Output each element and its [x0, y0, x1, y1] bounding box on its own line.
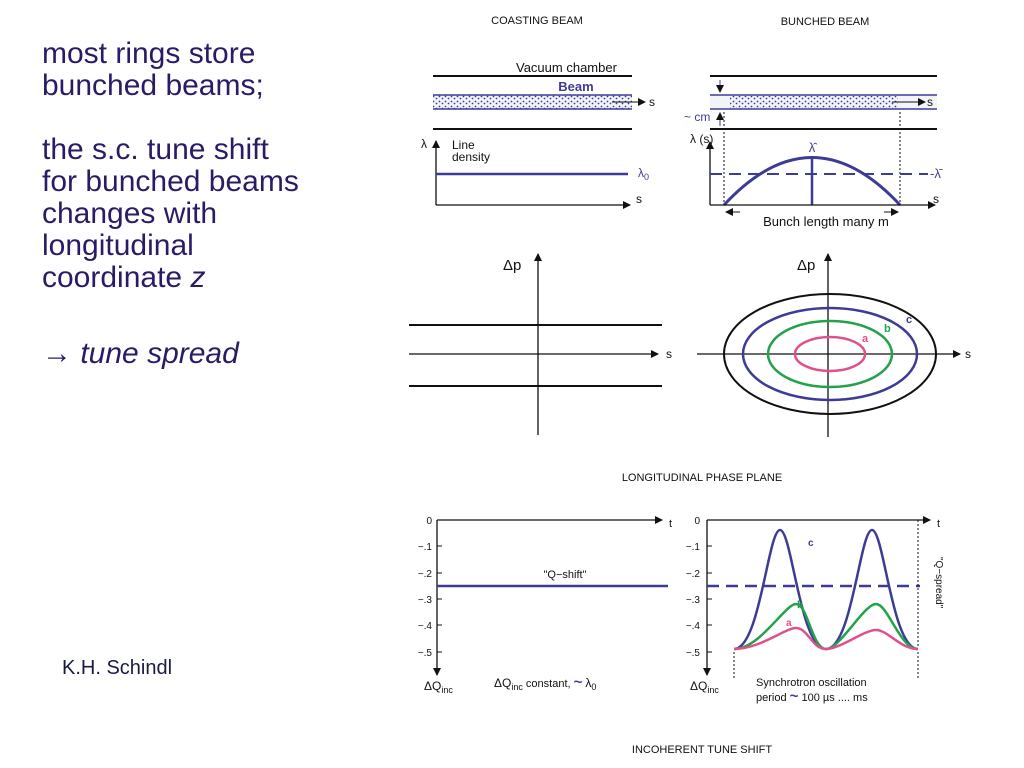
sync-period-label-1: Synchrotron oscillation	[756, 677, 867, 689]
tick-label: −.2	[686, 569, 701, 580]
label-b: b	[797, 600, 803, 611]
trajectory-c	[741, 306, 919, 402]
tune-shift-coasting: t 0 −.1 −.2 −.3 −.4 −.5 "Q−shift" ΔQinc …	[418, 516, 672, 695]
bunched-beam-title: BUNCHED BEAM	[781, 16, 870, 28]
text-line: longitudinal	[42, 229, 194, 262]
dq-inc-label: ΔQinc	[424, 679, 453, 695]
text-line: for bunched beams	[42, 165, 299, 198]
s-axis-label: s	[933, 192, 939, 206]
coordinate-z: z	[190, 261, 206, 294]
lambda-s-label: λ (s)	[690, 132, 713, 146]
label-c: c	[906, 314, 912, 326]
s-axis-label: s	[636, 192, 642, 206]
t-label: t	[937, 518, 940, 530]
dp-label: Δp	[797, 257, 815, 274]
coasting-beam-title: COASTING BEAM	[491, 15, 583, 27]
label-b: b	[884, 323, 891, 335]
trajectory-a	[793, 335, 867, 373]
tick-label: −.3	[418, 595, 433, 606]
lambda-bar-label: -λ̄	[930, 166, 943, 181]
coasting-beam-band	[433, 95, 632, 109]
author: K.H. Schindl	[62, 657, 173, 679]
tick-labels: 0 −.1 −.2 −.3 −.4 −.5	[418, 516, 433, 659]
q-spread-label: "Q−spread"	[933, 557, 944, 609]
dq-inc-label: ΔQinc	[690, 679, 719, 695]
text-line: coordinate z	[42, 262, 402, 294]
tick-label: −.4	[686, 621, 701, 632]
cm-label: ~ cm	[684, 110, 710, 124]
phase-plane-coasting: Δp s	[409, 253, 672, 435]
text-line-part: coordinate	[42, 261, 191, 294]
tune-spread-text: tune spread	[80, 337, 239, 370]
tick-label: −.5	[418, 648, 433, 659]
text-line: the s.c. tune shift	[42, 133, 269, 166]
lambda0-label: λ0	[638, 166, 649, 182]
s-axis-label: s	[965, 347, 971, 361]
tick-label: −.3	[686, 595, 701, 606]
phase-plane-title: LONGITUDINAL PHASE PLANE	[622, 472, 782, 484]
tick-label: −.1	[418, 542, 433, 553]
beam-label: Beam	[558, 79, 593, 94]
dq-constant-label: ΔQinc constant, ~λ0	[494, 674, 596, 692]
label-a: a	[862, 333, 869, 345]
t-label: t	[669, 518, 672, 530]
curve-a	[733, 626, 919, 651]
sync-period-label-2: period ~ 100 µs .... ms	[756, 688, 868, 705]
trajectory-b	[766, 319, 894, 389]
bunched-beam-panel: BUNCHED BEAM s ~ cm λ (s) λ̂ -λ̄ s Bunch…	[684, 16, 943, 229]
s-axis-label: s	[666, 347, 672, 361]
vacuum-chamber-label: Vacuum chamber	[516, 60, 618, 75]
coasting-beam-panel: COASTING BEAM Vacuum chamber Beam s λ Li…	[421, 15, 655, 209]
tick-labels: 0 −.1 −.2 −.3 −.4 −.5	[686, 516, 701, 659]
q-shift-label: "Q−shift"	[544, 569, 587, 581]
text-line: changes with	[42, 197, 218, 230]
arrow-icon: →	[42, 337, 72, 370]
tick-label: −.1	[686, 542, 701, 553]
slide-text: most rings store bunched beams; the s.c.…	[42, 38, 402, 370]
label-c: c	[808, 538, 814, 549]
text-line: most rings store	[42, 37, 256, 70]
tune-spread-line: → tune spread	[42, 338, 402, 370]
line-density-label-1: Line	[452, 138, 475, 152]
tick-marks	[707, 545, 712, 653]
tune-spread-bunched: t 0 −.1 −.2 −.3 −.4 −.5 c b a "Q−spread"…	[632, 516, 944, 756]
line-density-label-2: density	[452, 150, 490, 164]
text-line: bunched beams;	[42, 69, 264, 102]
lambda-hat-label: λ̂	[809, 140, 819, 155]
tick-label: 0	[694, 516, 700, 527]
curve-c	[733, 528, 919, 651]
tick-label: −.2	[418, 569, 433, 580]
tick-label: −.4	[418, 621, 433, 632]
outer-contour	[723, 293, 937, 415]
label-a: a	[786, 618, 792, 629]
incoherent-tune-shift-title: INCOHERENT TUNE SHIFT	[632, 744, 772, 756]
s-label: s	[927, 95, 933, 109]
lambda-label: λ	[421, 137, 427, 151]
dp-label: Δp	[503, 257, 521, 274]
tick-marks	[437, 545, 442, 653]
phase-plane-bunched: Δp s a b c LONGITUDINAL PHASE PLANE	[622, 253, 971, 484]
s-label: s	[649, 95, 655, 109]
tick-label: −.5	[686, 648, 701, 659]
bunch-length-label: Bunch length many m	[763, 214, 889, 229]
tick-label: 0	[426, 516, 432, 527]
bunch-particles	[730, 96, 898, 108]
